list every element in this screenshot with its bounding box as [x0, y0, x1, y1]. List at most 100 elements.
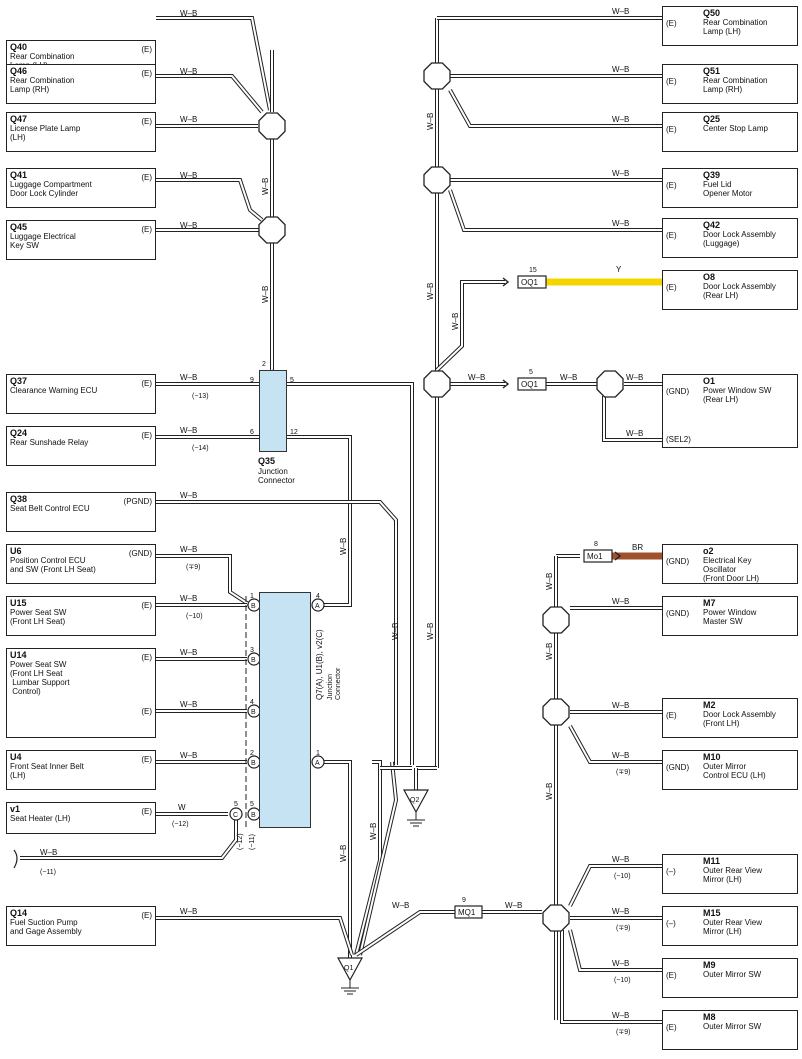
- component-id: M7: [703, 598, 716, 608]
- splice-octagon: [423, 166, 451, 194]
- terminal-label: (E): [666, 19, 677, 28]
- wire-label: W–B: [612, 65, 629, 74]
- component-name: Electrical Key Oscillator (Front Door LH…: [703, 556, 760, 583]
- wire-label: W–B: [180, 115, 197, 124]
- wire-label: W–B: [451, 313, 460, 330]
- wire-label: W–B: [180, 907, 197, 916]
- pin-circle: [311, 598, 325, 612]
- wire-label: (−14): [192, 445, 209, 452]
- wire-core: [355, 911, 470, 956]
- wire-label: W–B: [180, 751, 197, 760]
- ground-label: Q1: [344, 965, 353, 972]
- wire-label: W–B: [612, 751, 629, 760]
- terminal-label: (E): [141, 807, 152, 816]
- wire-core: [20, 814, 237, 859]
- component-id: M9: [703, 960, 716, 970]
- wire: [156, 916, 354, 956]
- wire-label: W–B: [180, 426, 197, 435]
- component-name: Center Stop Lamp: [703, 124, 768, 133]
- wire-label: 1: [250, 593, 254, 600]
- component-name: Power Seat SW (Front LH Seat): [10, 608, 67, 626]
- terminal-label: (E): [141, 69, 152, 78]
- component-id: O8: [703, 272, 716, 282]
- wire-label: 5: [290, 377, 294, 384]
- component-id: Q38: [10, 494, 28, 504]
- wire-label: 9: [462, 897, 466, 904]
- wire-label: W–B: [180, 67, 197, 76]
- component-id: Q25: [703, 114, 721, 124]
- wire-core: [156, 17, 271, 111]
- component-id: Q46: [10, 66, 28, 76]
- component-name: Outer Rear View Mirror (LH): [703, 866, 762, 884]
- wire-label: W–B: [180, 700, 197, 709]
- wire-label: W–B: [545, 643, 554, 660]
- component-id: U14: [10, 650, 27, 660]
- tag-mo1: [583, 549, 613, 563]
- arrow-icon: [614, 551, 622, 561]
- component-name: Outer Mirror Control ECU (LH): [703, 762, 766, 780]
- wire-label: 12: [290, 429, 298, 436]
- wire-label: 5: [529, 369, 533, 376]
- footnote: (−11): [249, 834, 256, 850]
- component-id: Q40: [10, 42, 28, 52]
- terminal-label: (E): [141, 379, 152, 388]
- splice-octagon: [542, 904, 570, 932]
- wire-label: W–B: [626, 429, 643, 438]
- wire-label: W–B: [612, 907, 629, 916]
- component-name: Seat Belt Control ECU: [10, 504, 90, 513]
- wire-label: W–B: [339, 845, 348, 862]
- terminal-label: (E): [666, 231, 677, 240]
- terminal-label: (GND): [666, 609, 690, 618]
- wire: [435, 280, 505, 372]
- terminal-label-2: (SEL2): [666, 435, 691, 444]
- wire-core: [569, 865, 662, 907]
- wire-label: 2: [262, 361, 266, 368]
- terminal-label: (–): [666, 867, 676, 876]
- component-name: Rear Sunshade Relay: [10, 438, 89, 447]
- component-id: M15: [703, 908, 721, 918]
- wire-label: W–B: [392, 901, 409, 910]
- wire-label: W–B: [612, 1011, 629, 1020]
- junction-q35: [259, 370, 287, 452]
- arrow-icon: [502, 379, 510, 389]
- component-name: Position Control ECU and SW (Front LH Se…: [10, 556, 96, 574]
- component-id: M2: [703, 700, 716, 710]
- wire-label: W–B: [180, 545, 197, 554]
- wire-label: W–B: [261, 178, 270, 195]
- wire-label: W–B: [626, 373, 643, 382]
- wire-label: W–B: [40, 848, 57, 857]
- terminal-label: (E): [141, 653, 152, 662]
- wire-core: [569, 725, 662, 763]
- pin-circle: [229, 807, 243, 821]
- wire-label: W–B: [612, 219, 629, 228]
- arrow-icon: [502, 277, 510, 287]
- component-id: Q50: [703, 8, 721, 18]
- wire-core: [156, 555, 251, 606]
- wire: [156, 554, 252, 607]
- splice-octagon: [542, 606, 570, 634]
- terminal-label: (E): [666, 283, 677, 292]
- wire-core: [449, 189, 662, 231]
- wire-core: [449, 89, 662, 127]
- tag-oq1-5-label: OQ1: [521, 380, 538, 389]
- wire-label: (∓9): [616, 769, 630, 776]
- splice-octagon: [258, 216, 286, 244]
- pin-letter: B: [251, 603, 256, 610]
- wire-label: (−12): [172, 821, 189, 828]
- component-name: Outer Rear View Mirror (LH): [703, 918, 762, 936]
- footnote: (−12): [237, 833, 244, 850]
